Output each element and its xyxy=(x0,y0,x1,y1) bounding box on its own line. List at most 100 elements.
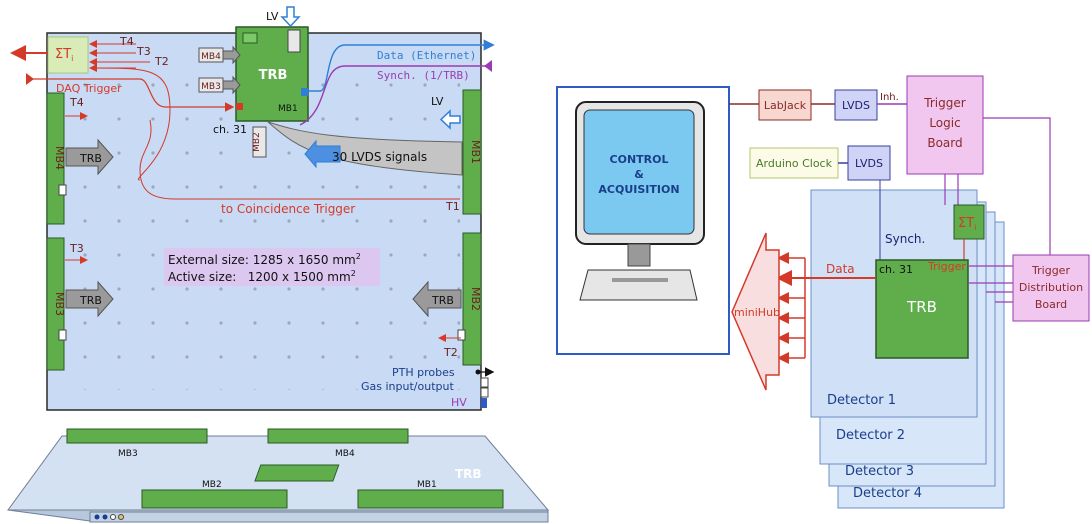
synch-label-right: Synch. xyxy=(885,232,925,246)
trb-mb1-label: MB1 xyxy=(278,104,298,114)
link-tlb-tdb xyxy=(983,117,1051,255)
mb3-connector xyxy=(58,329,67,341)
trb-chip xyxy=(287,29,301,53)
mb2-connector xyxy=(457,329,466,341)
tdb-line3: Board xyxy=(1035,298,1067,311)
chamber-dot-grid xyxy=(70,70,460,390)
hv-port xyxy=(481,398,487,408)
mb1-3d-label: MB1 xyxy=(417,480,437,490)
tdb-line1: Trigger xyxy=(1031,264,1070,277)
lvds-box-2 xyxy=(847,145,891,181)
mb4-label: MB4 xyxy=(53,146,66,170)
detector-3-label: Detector 3 xyxy=(845,464,914,479)
trb-main-label: TRB xyxy=(259,68,288,83)
minihub-label: miniHub xyxy=(734,306,780,319)
lvds-cable xyxy=(267,121,463,176)
detector-4-label: Detector 4 xyxy=(853,486,922,501)
keyboard xyxy=(579,269,698,301)
mb3-label: MB3 xyxy=(53,292,66,316)
lvds-label-2: LVDS xyxy=(855,157,883,170)
svg-text:MB4: MB4 xyxy=(201,52,221,62)
sigma-t-box-right xyxy=(953,204,985,240)
tlb-line1: Trigger xyxy=(923,96,965,110)
sigma-t-label-right: ΣTi xyxy=(958,216,976,232)
lvds-arrow xyxy=(304,139,341,169)
trb-data-port xyxy=(301,88,308,96)
sigma-t-box xyxy=(47,36,89,74)
mb2-board xyxy=(462,232,482,366)
mb3-tag-arrow xyxy=(222,75,241,95)
trigger-logic-board xyxy=(906,75,984,175)
lvds-box-1 xyxy=(834,89,878,121)
mb4-3d-board xyxy=(267,428,409,444)
gas-port xyxy=(480,377,489,388)
labjack-box xyxy=(758,89,812,121)
synch-label: Synch. (1/TRB) xyxy=(377,69,470,82)
detector-1-label: Detector 1 xyxy=(827,393,896,408)
lv-top-label: LV xyxy=(266,10,279,23)
front-port xyxy=(110,514,116,520)
active-size-label: Active size: 1200 x 1500 mm2 xyxy=(168,269,356,284)
mb1-label: MB1 xyxy=(469,140,482,164)
synch-line xyxy=(299,65,490,126)
svg-text:TRB: TRB xyxy=(431,294,454,307)
daq-trigger-head xyxy=(26,73,34,85)
sigma-t-label: ΣTi xyxy=(55,47,73,63)
ampersand-label: & xyxy=(634,168,644,181)
monitor-screen xyxy=(583,109,695,235)
system-block-diagram: CONTROL & ACQUISITION LabJack LVDS Inh. … xyxy=(556,75,1090,509)
t4-label: T4 xyxy=(119,35,134,48)
lvds-label-1: LVDS xyxy=(842,99,870,112)
lv-top-arrow xyxy=(280,6,301,28)
svg-text:MB3: MB3 xyxy=(201,82,221,92)
size-info-box xyxy=(164,248,380,286)
gas-port xyxy=(480,387,489,398)
monitor-stand xyxy=(627,243,651,267)
inh-label: Inh. xyxy=(880,92,899,103)
trb-3d-board xyxy=(254,464,340,482)
t2-label: T2 xyxy=(154,55,169,68)
trb-mb2-tag xyxy=(252,126,267,158)
tlb-line2: Logic xyxy=(929,116,960,130)
synch-head xyxy=(484,60,492,72)
tlb-line3: Board xyxy=(927,136,962,150)
trb-chip xyxy=(242,32,258,44)
mb1-board xyxy=(462,89,482,215)
svg-text:TRB: TRB xyxy=(79,152,102,165)
detector-2-label: Detector 2 xyxy=(836,428,905,443)
t3-label: T3 xyxy=(136,45,151,58)
gas-label: Gas input/output xyxy=(361,380,454,393)
daq-trigger-label: DAQ Trigger xyxy=(56,82,122,95)
mb2-3d-label: MB2 xyxy=(202,480,222,490)
keyboard-keys xyxy=(612,278,668,282)
t1-label: T1 xyxy=(445,200,460,213)
front-port xyxy=(94,514,100,520)
tdb-line2: Distribution xyxy=(1019,281,1083,294)
svg-text:TRB: TRB xyxy=(79,294,102,307)
trb-arrow-mb4: TRB xyxy=(65,138,114,176)
chamber-3d-front-edge xyxy=(89,511,549,523)
mb4-3d-label: MB4 xyxy=(335,449,355,459)
acquisition-label: ACQUISITION xyxy=(598,183,679,196)
ch31-label-right: ch. 31 xyxy=(879,263,913,276)
coincidence-label: to Coincidence Trigger xyxy=(221,202,355,216)
ch31-label: ch. 31 xyxy=(213,123,247,136)
hv-label: HV xyxy=(451,396,467,409)
t-loop-curve xyxy=(90,67,171,181)
arduino-box xyxy=(749,147,839,179)
lvds-signals-label: 30 LVDS signals xyxy=(332,150,427,164)
t3-marker-label: T3 xyxy=(69,242,84,255)
lv-right-label: LV xyxy=(431,95,444,108)
arduino-label: Arduino Clock xyxy=(756,157,833,170)
t2-marker-label: T2 xyxy=(443,346,458,359)
mb2-label: MB2 xyxy=(469,287,482,311)
chamber-top-view: MB4 MB3 MB1 MB2 TRB TRB TRB TRB MB1 xyxy=(10,6,495,411)
mb3-3d-board xyxy=(66,428,208,444)
front-port xyxy=(102,514,108,520)
mb2-3d-board xyxy=(141,489,288,509)
mb4-tag-arrow xyxy=(222,45,241,65)
coincidence-line xyxy=(139,119,460,200)
front-port xyxy=(118,514,124,520)
labjack-label: LabJack xyxy=(764,99,807,112)
minihub-arrow xyxy=(731,232,780,391)
